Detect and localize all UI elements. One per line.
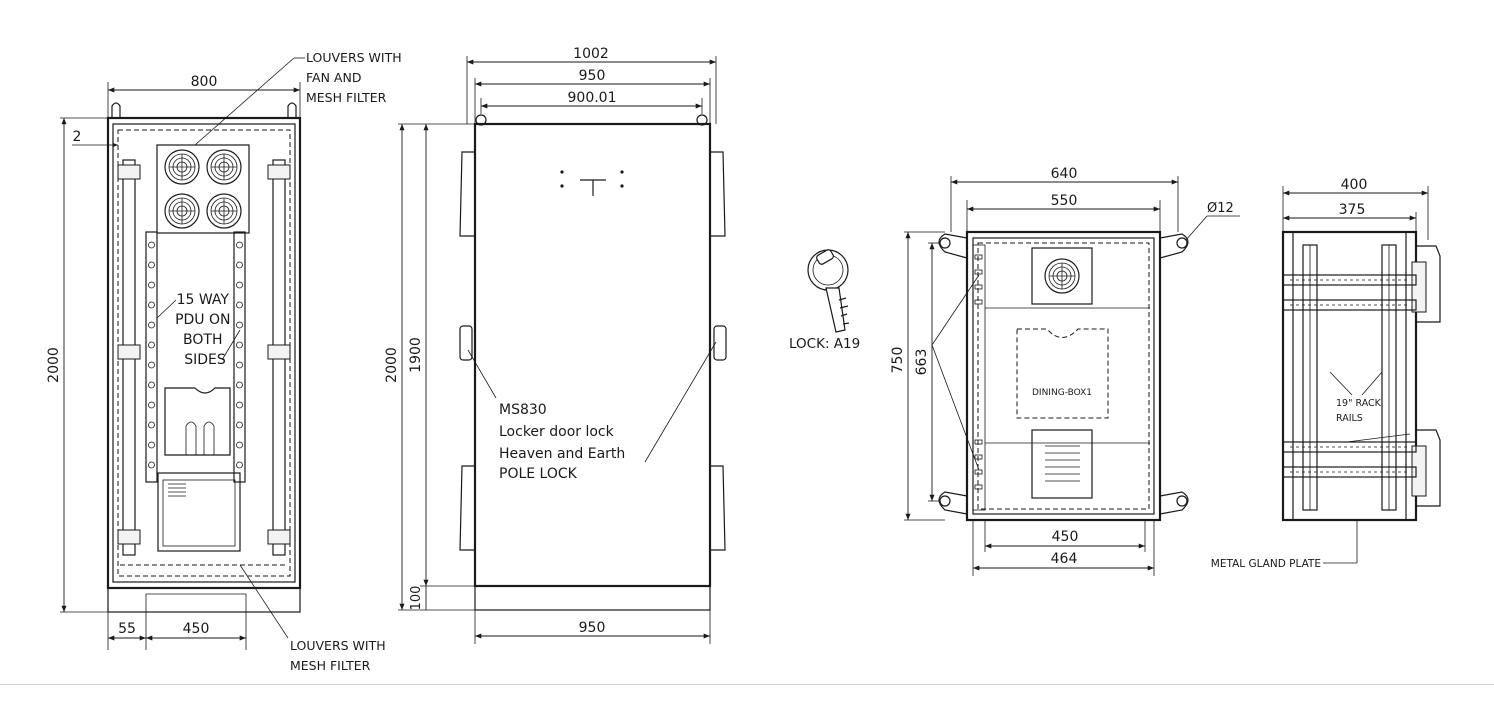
dim-550: 550: [1051, 193, 1078, 209]
callout-louvers-fan: LOUVERS WITH FAN AND MESH FILTER: [306, 50, 406, 105]
fan-icon: [206, 149, 242, 185]
callout-door-lock: MS830 Locker door lock Heaven and Earth …: [499, 402, 630, 482]
front-internal-view: 800 2000 2 55 450 LOUVERS WITH FAN AND M…: [46, 50, 406, 673]
key-icon: [807, 249, 850, 333]
dim-2: 2: [73, 129, 82, 145]
dim-950-top: 950: [579, 68, 606, 84]
fan-icon: [164, 193, 200, 229]
callout-louvers-mesh: LOUVERS WITH MESH FILTER: [290, 638, 390, 673]
wall-box-front-view: DINING-BOX1 640 550 Ø12 750 663: [890, 166, 1240, 576]
callout-pdu: 15 WAY PDU ON BOTH SIDES: [175, 292, 235, 368]
dim-663: 663: [914, 349, 930, 376]
fan-icon: [164, 149, 200, 185]
dim-1900: 1900: [408, 337, 424, 373]
dim-800: 800: [191, 74, 218, 90]
fan-icon: [206, 193, 242, 229]
dim-450-box: 450: [1052, 529, 1079, 545]
dim-750: 750: [890, 347, 906, 374]
dim-640: 640: [1051, 166, 1078, 182]
callout-rack-rails: 19" RACK RAILS: [1336, 398, 1384, 424]
dim-2000-left: 2000: [46, 347, 62, 383]
dim-55: 55: [118, 621, 136, 637]
footer-divider: [0, 684, 1494, 685]
front-door-view: 1002 950 900.01 2000 1900 100 950 MS830 …: [384, 46, 727, 644]
dim-464: 464: [1051, 551, 1078, 567]
dim-400: 400: [1341, 177, 1368, 193]
dim-100: 100: [409, 586, 424, 611]
dim-375: 375: [1339, 202, 1366, 218]
dim-hole: Ø12: [1207, 201, 1234, 216]
dim-2000-door: 2000: [384, 347, 400, 383]
fan-icon: [1044, 258, 1080, 294]
dim-1002: 1002: [573, 46, 609, 62]
dim-900-01: 900.01: [568, 90, 617, 106]
dim-950-bottom: 950: [579, 620, 606, 636]
dim-450: 450: [183, 621, 210, 637]
callout-gland-plate: METAL GLAND PLATE: [1211, 558, 1321, 570]
key-label: LOCK: A19: [789, 336, 860, 352]
internal-box-label: DINING-BOX1: [1032, 388, 1092, 398]
wall-box-side-view: 19" RACK RAILS 400 375 METAL GLAND PLATE: [1211, 177, 1441, 570]
